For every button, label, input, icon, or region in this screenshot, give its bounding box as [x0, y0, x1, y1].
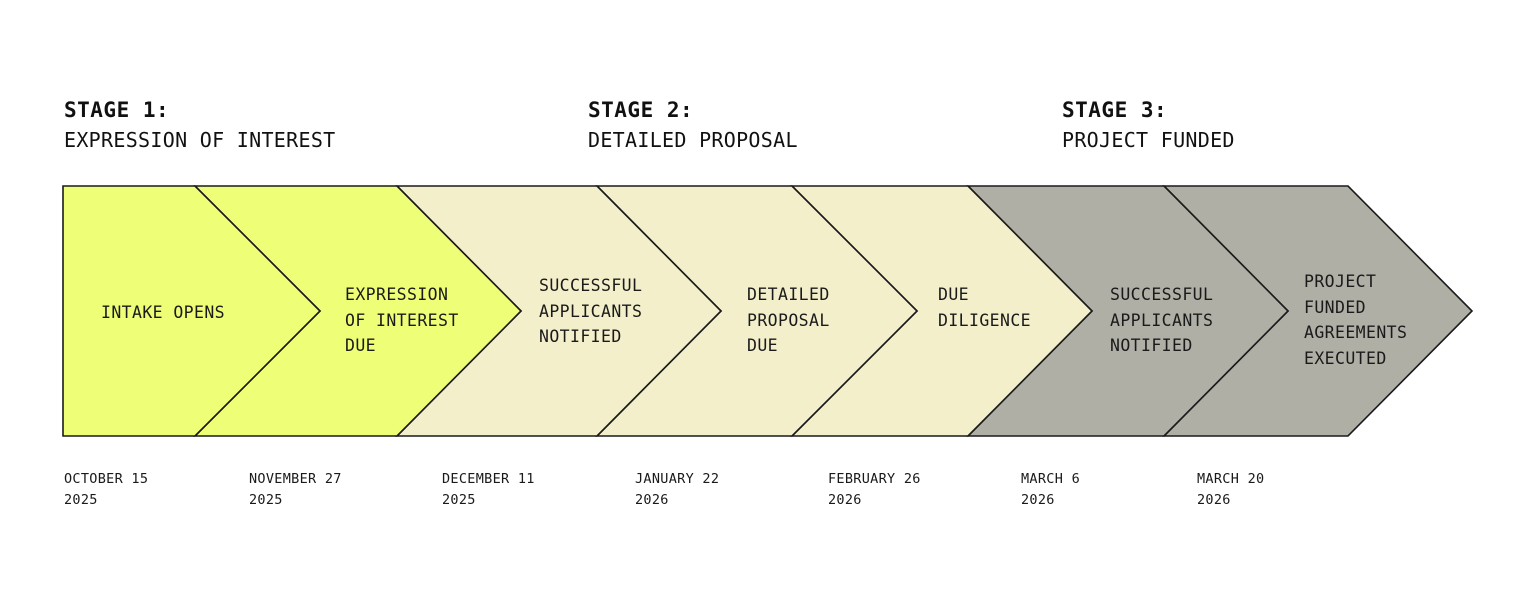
- step-3-date: DECEMBER 11 2025: [442, 469, 535, 510]
- stage-3-heading: STAGE 3: PROJECT FUNDED: [1062, 96, 1235, 156]
- step-6-date: MARCH 6 2026: [1021, 469, 1080, 510]
- stage-2-subtitle: DETAILED PROPOSAL: [588, 128, 798, 152]
- chevron-step-1: [62, 185, 322, 437]
- date-month-day: DECEMBER 11: [442, 471, 535, 487]
- step-4-date: JANUARY 22 2026: [635, 469, 719, 510]
- date-month-day: FEBRUARY 26: [828, 471, 921, 487]
- date-month-day: OCTOBER 15: [64, 471, 149, 487]
- date-year: 2026: [1197, 491, 1231, 508]
- step-2-date: NOVEMBER 27 2025: [249, 469, 342, 510]
- stage-3-subtitle: PROJECT FUNDED: [1062, 128, 1235, 152]
- step-7-date: MARCH 20 2026: [1197, 469, 1264, 510]
- step-1-label: INTAKE OPENS: [101, 303, 226, 322]
- date-month-day: MARCH 6: [1021, 471, 1080, 487]
- stage-3-title: STAGE 3:: [1062, 98, 1168, 122]
- stage-1-title: STAGE 1:: [64, 98, 170, 122]
- step-3-label: SUCCESSFUL APPLICANTS NOTIFIED: [539, 276, 643, 346]
- step-5-label: DUE DILIGENCE: [938, 285, 1032, 330]
- step-7-label: PROJECT FUNDED AGREEMENTS EXECUTED: [1304, 272, 1408, 368]
- step-1-date: OCTOBER 15 2025: [64, 469, 148, 510]
- date-year: 2026: [635, 491, 669, 508]
- date-year: 2025: [249, 491, 283, 508]
- date-year: 2025: [442, 491, 476, 508]
- stage-1-heading: STAGE 1: EXPRESSION OF INTEREST: [64, 96, 336, 156]
- step-2-label: EXPRESSION OF INTEREST DUE: [345, 285, 459, 355]
- date-month-day: NOVEMBER 27: [249, 471, 342, 487]
- date-year: 2026: [828, 491, 862, 508]
- stage-1-subtitle: EXPRESSION OF INTEREST: [64, 128, 336, 152]
- date-month-day: MARCH 20: [1197, 471, 1265, 487]
- date-year: 2025: [64, 491, 98, 508]
- stage-2-heading: STAGE 2: DETAILED PROPOSAL: [588, 96, 798, 156]
- step-5-date: FEBRUARY 26 2026: [828, 469, 921, 510]
- step-4-label: DETAILED PROPOSAL DUE: [747, 285, 830, 355]
- stage-2-title: STAGE 2:: [588, 98, 694, 122]
- step-6-label: SUCCESSFUL APPLICANTS NOTIFIED: [1110, 285, 1214, 355]
- date-year: 2026: [1021, 491, 1055, 508]
- date-month-day: JANUARY 22: [635, 471, 720, 487]
